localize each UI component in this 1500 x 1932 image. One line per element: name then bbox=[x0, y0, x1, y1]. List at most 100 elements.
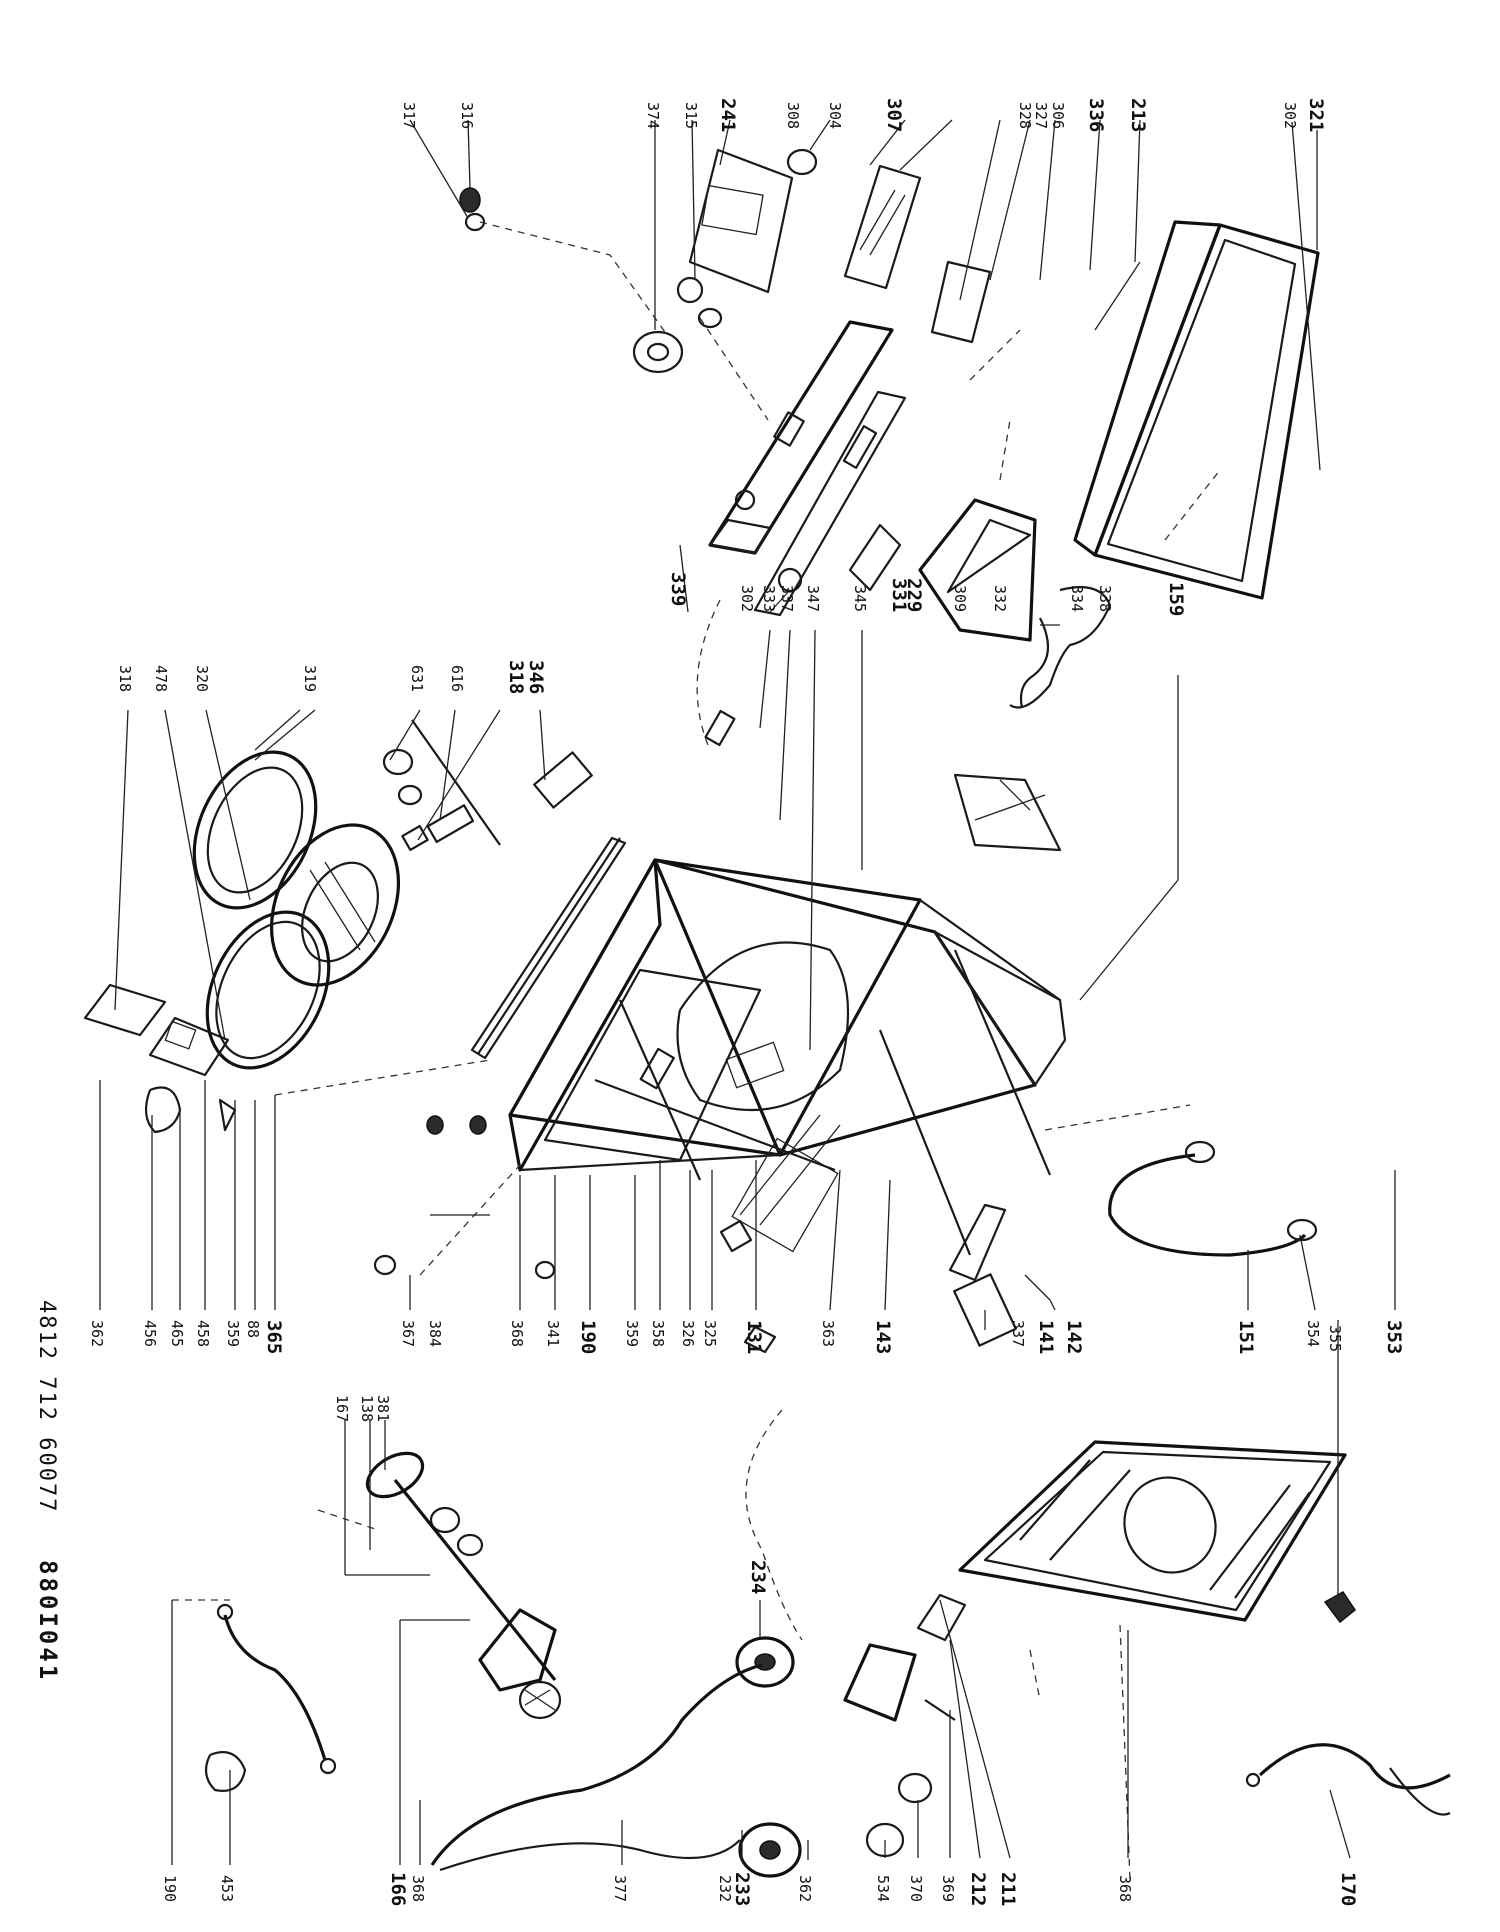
capacitor-534 bbox=[865, 1772, 933, 1858]
washer-cabinet bbox=[508, 858, 1067, 1347]
pressure-switch-234 bbox=[735, 1636, 795, 1688]
leader-lines bbox=[99, 119, 1396, 1865]
callout-345: 345 bbox=[851, 585, 869, 612]
callout-170: 170 bbox=[1337, 1872, 1359, 1906]
callout-368-rear: 368 bbox=[1116, 1875, 1134, 1902]
callout-319: 319 bbox=[301, 665, 319, 692]
bracket-306 bbox=[930, 260, 992, 344]
callout-325: 325 bbox=[701, 1320, 719, 1347]
callout-370: 370 bbox=[907, 1875, 925, 1902]
callout-616: 616 bbox=[448, 665, 466, 692]
callouts-top: 317 316 374 315 241 308 304 307 306 327 … bbox=[400, 98, 1327, 132]
callout-374: 374 bbox=[644, 102, 662, 129]
callout-534: 534 bbox=[874, 1875, 892, 1902]
interference-filter bbox=[843, 1593, 967, 1722]
pressure-switch-233 bbox=[738, 1822, 802, 1878]
callout-355: 355 bbox=[1326, 1325, 1344, 1352]
door-outer-ring bbox=[205, 910, 331, 1070]
callout-384: 384 bbox=[426, 1320, 444, 1347]
callout-229: 229 bbox=[903, 578, 925, 612]
callout-327: 327 bbox=[1032, 102, 1050, 129]
door-glass-bowl bbox=[269, 823, 401, 987]
callout-359-b: 359 bbox=[623, 1320, 641, 1347]
callout-363: 363 bbox=[819, 1320, 837, 1347]
callout-369: 369 bbox=[939, 1875, 957, 1902]
callout-302-mid: 302 bbox=[738, 585, 756, 612]
side-rail bbox=[470, 836, 627, 1060]
callout-333: 333 bbox=[760, 585, 778, 612]
callout-316: 316 bbox=[458, 102, 476, 129]
callout-478: 478 bbox=[152, 665, 170, 692]
callout-368: 368 bbox=[508, 1320, 526, 1347]
callout-465: 465 bbox=[168, 1320, 186, 1347]
callout-326: 326 bbox=[679, 1320, 697, 1347]
rear-panel bbox=[958, 1440, 1347, 1622]
callout-338: 338 bbox=[1096, 585, 1114, 612]
callout-212: 212 bbox=[967, 1872, 989, 1906]
callout-304: 304 bbox=[826, 102, 844, 129]
callout-307: 307 bbox=[883, 98, 905, 132]
small-parts-308-315 bbox=[676, 148, 818, 329]
knob-pair-316-317 bbox=[459, 187, 486, 232]
hinge-plates-362 bbox=[83, 983, 230, 1077]
callout-359: 359 bbox=[224, 1320, 242, 1347]
callout-131: 131 bbox=[743, 1320, 765, 1354]
callout-334: 334 bbox=[1068, 585, 1086, 612]
top-cover-lid bbox=[1073, 220, 1320, 600]
pressure-tube bbox=[430, 1663, 763, 1872]
callout-331: 331 bbox=[888, 578, 910, 612]
callout-315: 315 bbox=[682, 102, 700, 129]
callout-318-mid: 318 bbox=[505, 660, 527, 694]
callout-308: 308 bbox=[784, 102, 802, 129]
callout-302: 302 bbox=[1281, 102, 1299, 129]
callout-346: 346 bbox=[525, 660, 547, 694]
callout-88: 88 bbox=[244, 1320, 262, 1338]
callout-318-door: 318 bbox=[116, 665, 134, 692]
part-number-label: 4812 712 60077 bbox=[34, 1300, 59, 1513]
pump-assembly bbox=[365, 1451, 562, 1720]
door-hinge-456 bbox=[144, 1086, 237, 1134]
callout-167: 167 bbox=[333, 1395, 351, 1422]
callout-381: 381 bbox=[374, 1395, 392, 1422]
door-inner-frame bbox=[192, 750, 318, 910]
control-panel bbox=[708, 320, 907, 617]
callout-211: 211 bbox=[997, 1872, 1019, 1906]
clip-453 bbox=[204, 1751, 247, 1792]
filter-panel-307 bbox=[843, 164, 922, 290]
callout-190: 190 bbox=[577, 1320, 599, 1354]
callout-306: 306 bbox=[1049, 102, 1067, 129]
callout-368-left: 368 bbox=[409, 1875, 427, 1902]
callout-233: 233 bbox=[731, 1872, 753, 1906]
callout-337: 337 bbox=[778, 585, 796, 612]
callout-241: 241 bbox=[717, 98, 739, 132]
callout-321: 321 bbox=[1305, 98, 1327, 132]
assembly-paths bbox=[172, 221, 1221, 1881]
callout-159: 159 bbox=[1165, 582, 1187, 616]
foot-355 bbox=[1323, 1591, 1357, 1624]
callout-353: 353 bbox=[1383, 1320, 1405, 1354]
callout-456: 456 bbox=[141, 1320, 159, 1347]
callouts-mid: 339 333 331 229 309 332 334 338 159 345 … bbox=[116, 572, 1187, 694]
callout-362-left: 362 bbox=[796, 1875, 814, 1902]
callouts-left: 167 138 381 190 453 166 368 377 233 232 … bbox=[161, 1395, 1359, 1906]
callout-317: 317 bbox=[400, 102, 418, 129]
program-selector-unit bbox=[688, 148, 794, 294]
callout-347: 347 bbox=[804, 585, 822, 612]
callout-453: 453 bbox=[218, 1875, 236, 1902]
wire-harness bbox=[216, 1603, 337, 1775]
callouts-bottom: 362 456 465 458 359 88 365 384 367 368 3… bbox=[88, 1320, 1405, 1354]
callout-336: 336 bbox=[1085, 98, 1107, 132]
callout-367: 367 bbox=[399, 1320, 417, 1347]
knob-374 bbox=[632, 330, 684, 374]
callout-328: 328 bbox=[1016, 102, 1034, 129]
detergent-dispenser bbox=[848, 498, 1112, 709]
callout-138: 138 bbox=[358, 1395, 376, 1422]
callout-332: 332 bbox=[991, 585, 1009, 612]
drain-hose bbox=[1108, 1140, 1318, 1257]
drawing-code-label: 880I041 bbox=[34, 1560, 62, 1682]
hinge-pins-365 bbox=[426, 1115, 487, 1135]
callout-143: 143 bbox=[872, 1320, 894, 1354]
callout-213: 213 bbox=[1127, 98, 1149, 132]
callout-354: 354 bbox=[1304, 1320, 1322, 1347]
